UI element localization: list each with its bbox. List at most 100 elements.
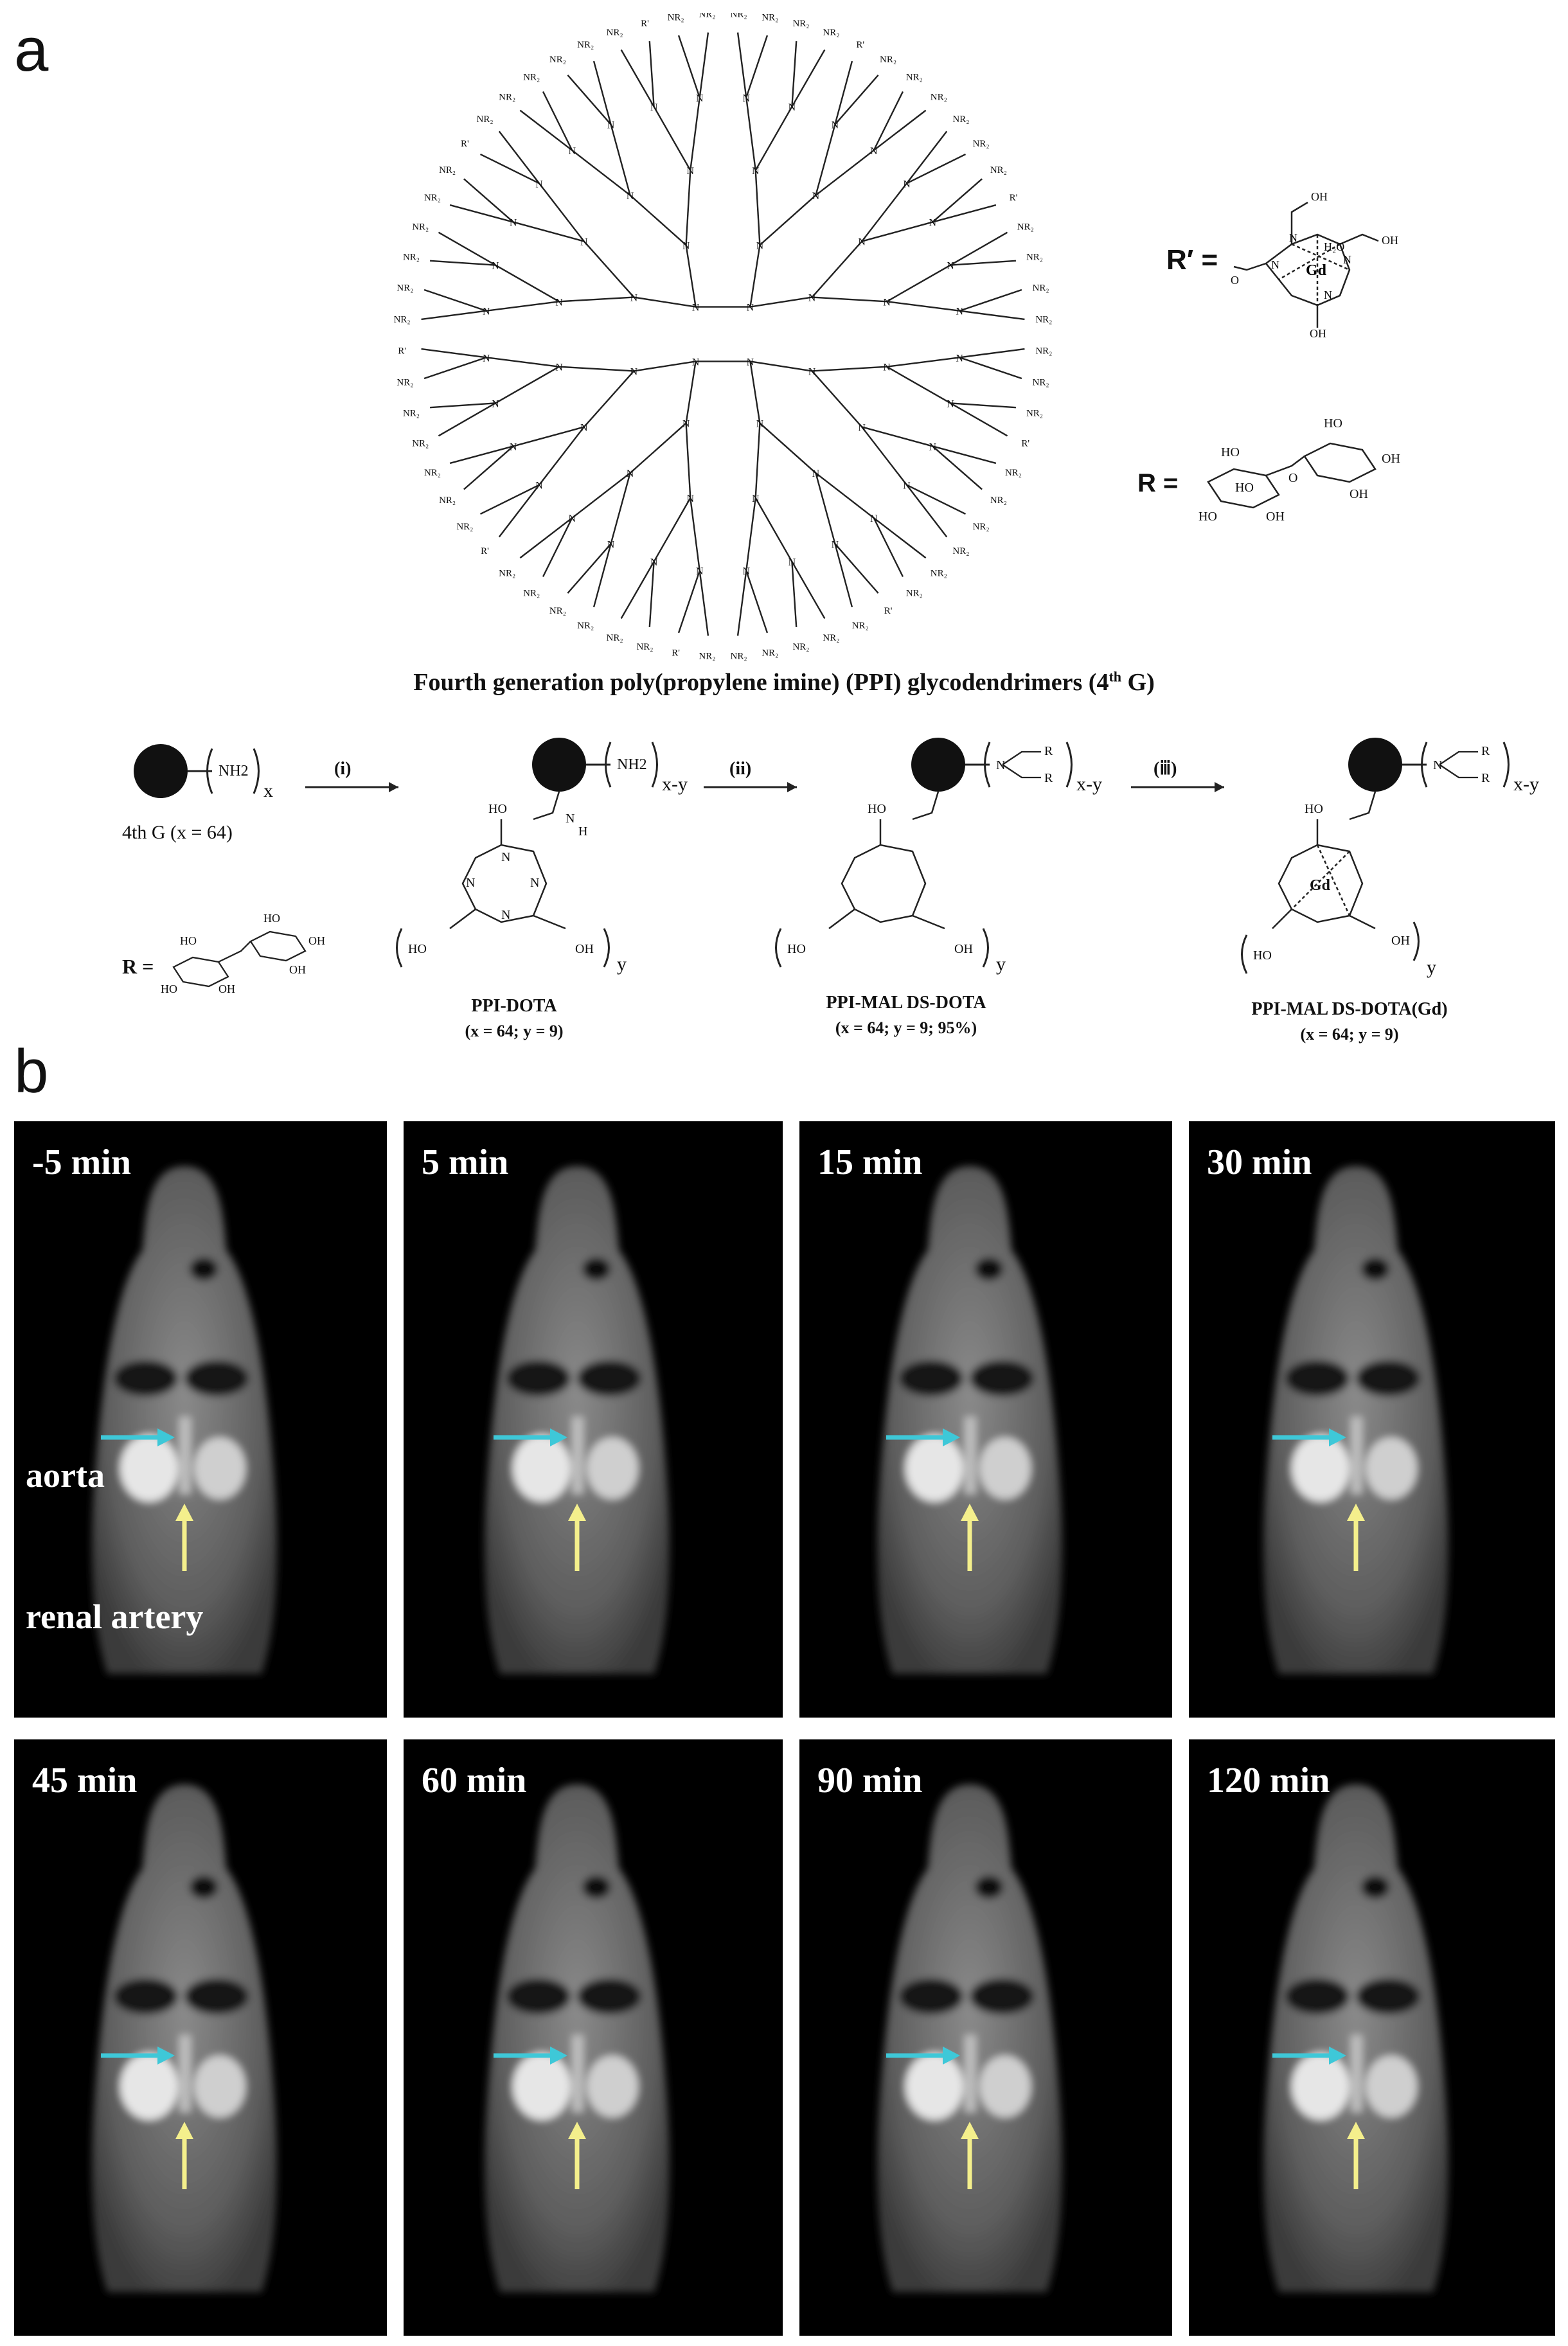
svg-text:NR₂: NR₂ [906,72,923,82]
step-iii: (ⅲ) [1154,759,1177,779]
svg-text:NR₂: NR₂ [990,165,1007,175]
c1-x-y: x-y [662,774,688,795]
svg-text:HO: HO [1221,445,1240,459]
svg-text:HO: HO [161,982,177,995]
svg-text:NR₂: NR₂ [792,642,809,652]
svg-text:N: N [812,191,820,202]
svg-text:N: N [832,539,839,550]
svg-text:NR₂: NR₂ [607,28,623,38]
svg-text:R': R' [398,346,406,357]
svg-text:NR₂: NR₂ [931,93,947,103]
svg-text:N: N [607,120,615,131]
svg-text:NR₂: NR₂ [607,633,623,643]
svg-text:OH: OH [1311,190,1328,203]
svg-text:OH: OH [1391,934,1410,948]
svg-text:OH: OH [954,942,973,956]
svg-text:R: R [1044,771,1053,785]
svg-text:N: N [682,419,690,430]
c2-y: y [996,954,1006,975]
svg-text:OH: OH [1382,452,1400,466]
time-label: 15 min [817,1142,923,1182]
svg-text:H: H [578,824,587,839]
mri-panel-5: 45 min [14,1739,387,2336]
svg-text:N: N [788,557,796,568]
aorta-label: aorta [26,1456,105,1495]
svg-text:NR₂: NR₂ [412,438,429,449]
start-x: x [263,780,273,801]
svg-text:OH: OH [218,982,235,995]
mri-panel-6: 60 min [404,1739,783,2336]
time-label: 120 min [1207,1761,1330,1800]
svg-text:NR₂: NR₂ [396,377,413,387]
svg-text:NR₂: NR₂ [577,621,594,631]
svg-text:N: N [742,566,750,577]
mri-panel-2: 5 min [404,1121,783,1718]
svg-text:NR₂: NR₂ [990,495,1007,506]
svg-text:R': R' [1010,193,1018,203]
renal-artery-arrow [1347,2122,1365,2189]
svg-text:N: N [929,218,937,229]
svg-text:N: N [492,261,499,272]
svg-text:N: N [627,468,634,479]
svg-text:NR₂: NR₂ [1035,314,1052,324]
svg-text:NR₂: NR₂ [456,522,473,532]
svg-text:NR₂: NR₂ [699,651,715,661]
svg-text:HO: HO [1198,510,1217,524]
mri-panel-4: 30 min [1189,1121,1555,1718]
c3-y: y [1427,957,1436,978]
svg-text:N: N [832,120,839,131]
svg-text:N: N [883,362,891,373]
svg-text:NR₂: NR₂ [1005,468,1022,478]
svg-text:NR₂: NR₂ [792,19,809,29]
svg-text:R': R' [672,648,680,659]
svg-text:N: N [858,422,866,433]
svg-text:NR₂: NR₂ [823,28,839,38]
renal-artery-arrow [961,2122,979,2189]
gd-atom-label: Gd [1306,262,1327,279]
svg-text:N: N [501,908,510,922]
svg-text:NR₂: NR₂ [403,253,420,263]
svg-text:NR₂: NR₂ [549,606,566,616]
svg-text:N: N [492,398,499,409]
svg-text:N: N [1433,758,1442,772]
svg-text:OH: OH [1310,327,1326,340]
mouse-scan [485,1784,670,2292]
svg-text:NR₂: NR₂ [880,55,896,65]
time-label: 45 min [32,1761,138,1800]
svg-text:NR₂: NR₂ [1033,283,1049,294]
start-nh2: NH2 [218,763,249,779]
renal-artery-arrow [175,1504,193,1571]
mri-panel-1: -5 min aorta renal artery [14,1121,387,1718]
svg-text:N: N [530,876,539,890]
svg-text:N: N [788,102,796,113]
svg-text:N: N [947,398,954,409]
svg-text:NR₂: NR₂ [952,114,969,125]
renal-artery-arrow [568,1504,586,1571]
svg-text:NR₂: NR₂ [1017,222,1034,233]
svg-text:N: N [752,166,760,177]
svg-text:NR₂: NR₂ [699,13,715,20]
c1-y: y [617,954,627,975]
svg-text:NR₂: NR₂ [499,93,515,103]
svg-text:R': R' [461,139,469,149]
time-label: -5 min [32,1142,131,1182]
svg-text:OH: OH [308,934,325,947]
step-ii: (ii) [729,759,751,779]
svg-text:HO: HO [1253,948,1272,963]
svg-text:HO: HO [180,934,197,947]
svg-text:NR₂: NR₂ [973,522,990,532]
compound2-params: (x = 64; y = 9; 95%) [835,1018,977,1037]
r-label-top: R = [1137,469,1179,497]
svg-text:N: N [883,297,891,308]
svg-text:N: N [956,307,963,317]
svg-text:N: N [630,366,638,377]
aorta-arrow [101,1428,175,1446]
time-label: 60 min [422,1761,527,1800]
svg-text:N: N [607,539,615,550]
svg-text:R': R' [641,19,649,29]
svg-text:NR₂: NR₂ [730,651,747,661]
svg-text:NR₂: NR₂ [396,283,413,294]
start-label: 4th G (x = 64) [122,822,233,843]
svg-text:HO: HO [1235,481,1254,495]
